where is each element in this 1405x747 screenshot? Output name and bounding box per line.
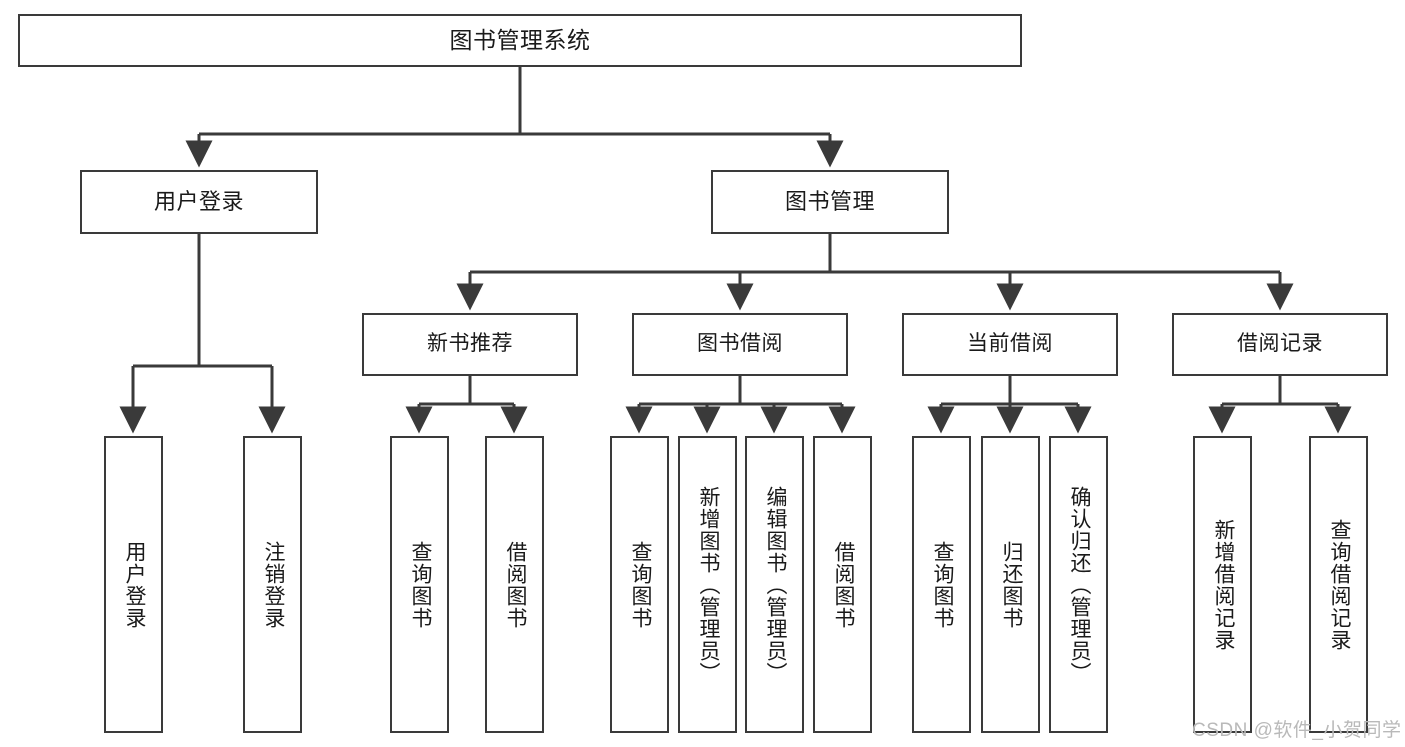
node-leaf-return-book[interactable]: 归还图书 xyxy=(981,436,1040,733)
node-leaf-query-book-3-label: 查询图书 xyxy=(930,540,954,629)
node-leaf-confirm-return[interactable]: 确认归还（管理员） xyxy=(1049,436,1108,733)
node-leaf-query-book-3[interactable]: 查询图书 xyxy=(912,436,971,733)
node-leaf-borrow-book-1[interactable]: 借阅图书 xyxy=(485,436,544,733)
node-book-management[interactable]: 图书管理 xyxy=(711,170,949,234)
node-leaf-borrow-book-2[interactable]: 借阅图书 xyxy=(813,436,872,733)
node-leaf-query-record[interactable]: 查询借阅记录 xyxy=(1309,436,1368,733)
node-leaf-edit-book-label: 编辑图书（管理员） xyxy=(763,485,787,684)
node-leaf-borrow-book-1-label: 借阅图书 xyxy=(503,540,527,629)
node-leaf-add-book-label: 新增图书（管理员） xyxy=(696,485,720,684)
node-book-management-label: 图书管理 xyxy=(784,189,875,215)
node-borrow-record[interactable]: 借阅记录 xyxy=(1172,313,1388,376)
node-user-login-label: 用户登录 xyxy=(153,189,244,215)
node-leaf-user-login[interactable]: 用户登录 xyxy=(104,436,163,733)
node-book-borrow[interactable]: 图书借阅 xyxy=(632,313,848,376)
node-leaf-add-book[interactable]: 新增图书（管理员） xyxy=(678,436,737,733)
node-leaf-query-book-2-label: 查询图书 xyxy=(628,540,652,629)
node-leaf-logout-login[interactable]: 注销登录 xyxy=(243,436,302,733)
node-leaf-return-book-label: 归还图书 xyxy=(999,540,1023,629)
node-leaf-confirm-return-label: 确认归还（管理员） xyxy=(1067,485,1091,684)
node-current-borrow[interactable]: 当前借阅 xyxy=(902,313,1118,376)
node-borrow-record-label: 借阅记录 xyxy=(1237,332,1323,356)
node-user-login[interactable]: 用户登录 xyxy=(80,170,318,234)
node-leaf-query-book-1-label: 查询图书 xyxy=(408,540,432,629)
node-book-borrow-label: 图书借阅 xyxy=(697,332,783,356)
node-new-book-recommend[interactable]: 新书推荐 xyxy=(362,313,578,376)
node-leaf-edit-book[interactable]: 编辑图书（管理员） xyxy=(745,436,804,733)
node-leaf-add-record[interactable]: 新增借阅记录 xyxy=(1193,436,1252,733)
node-leaf-query-book-1[interactable]: 查询图书 xyxy=(390,436,449,733)
node-leaf-user-login-label: 用户登录 xyxy=(122,540,146,629)
node-current-borrow-label: 当前借阅 xyxy=(967,332,1053,356)
watermark: CSDN @软件_小贺同学 xyxy=(1192,720,1402,741)
node-root-label: 图书管理系统 xyxy=(449,26,591,53)
node-leaf-logout-login-label: 注销登录 xyxy=(261,540,285,629)
node-root[interactable]: 图书管理系统 xyxy=(18,14,1022,67)
node-leaf-borrow-book-2-label: 借阅图书 xyxy=(831,540,855,629)
node-new-book-recommend-label: 新书推荐 xyxy=(427,332,513,356)
node-leaf-query-record-label: 查询借阅记录 xyxy=(1327,518,1351,651)
node-leaf-query-book-2[interactable]: 查询图书 xyxy=(610,436,669,733)
node-leaf-add-record-label: 新增借阅记录 xyxy=(1211,518,1235,651)
